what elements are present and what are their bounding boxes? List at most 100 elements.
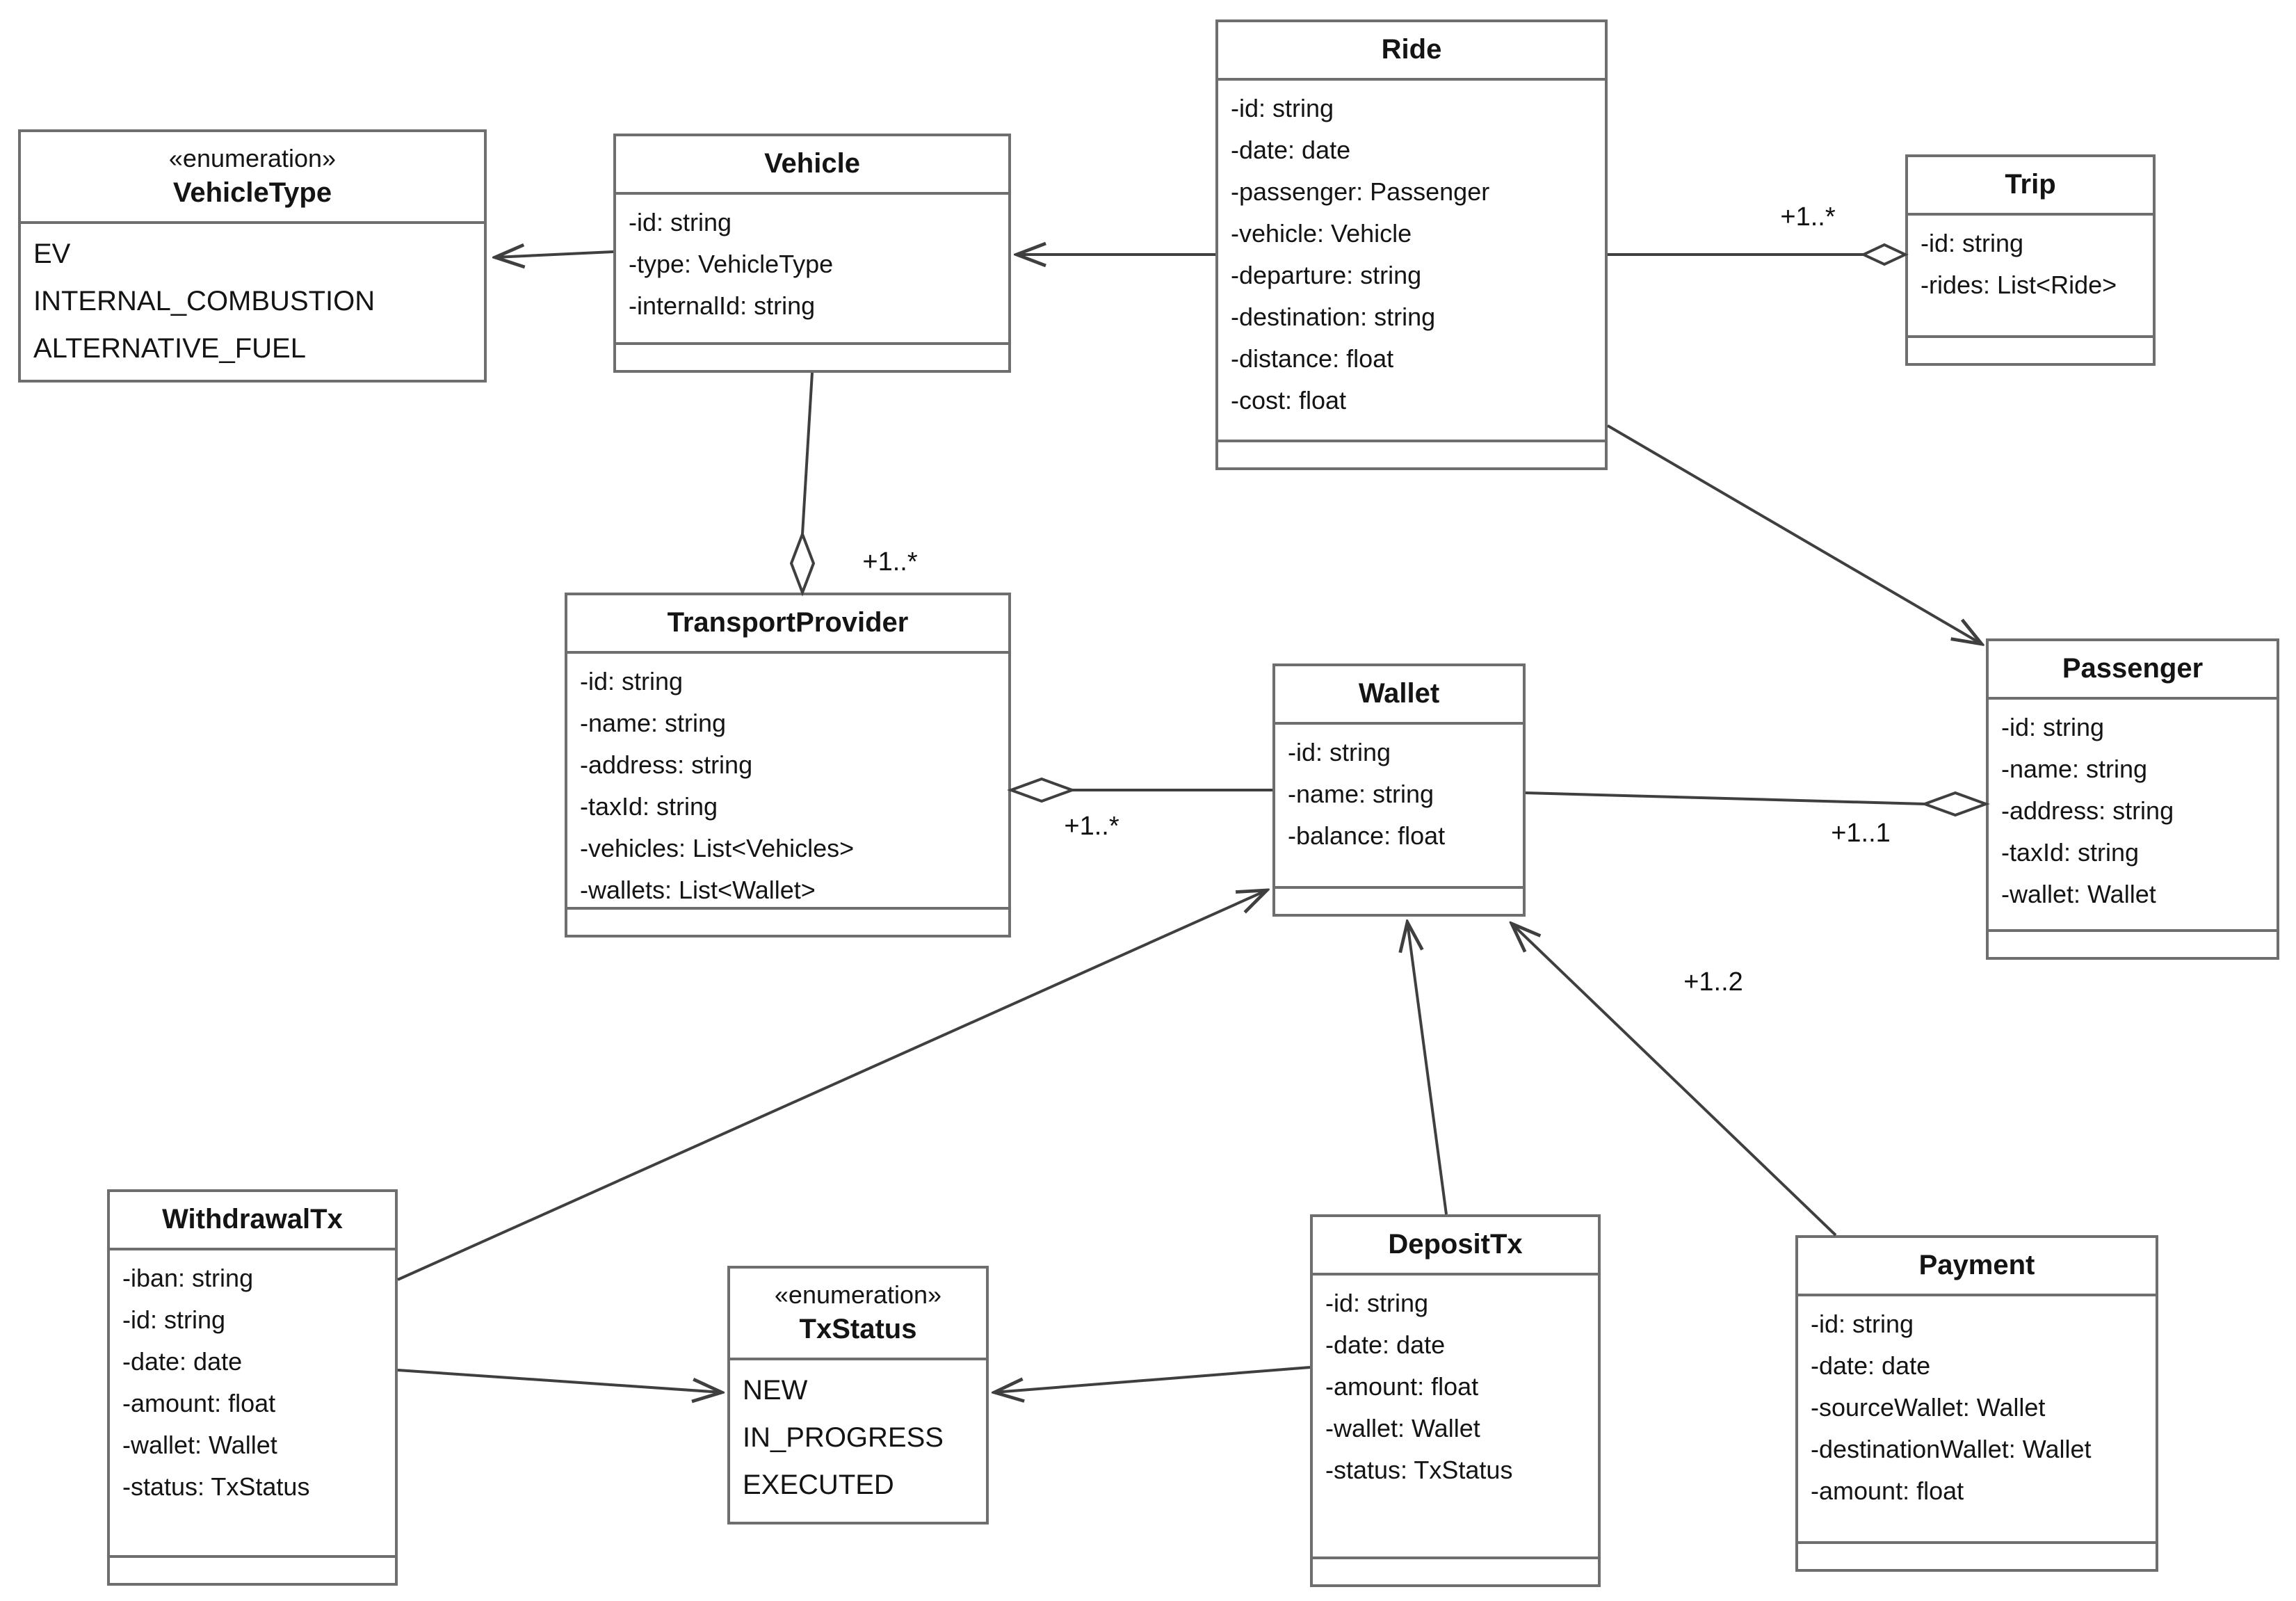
empty-operations-compartment <box>1218 440 1605 467</box>
empty-operations-compartment <box>567 907 1008 935</box>
multiplicity-label-transportprovider-wallet: +1..* <box>1064 812 1119 842</box>
connector-ride-passenger <box>1606 424 1982 644</box>
attribute-row: -sourceWallet: Wallet <box>1811 1394 2046 1422</box>
class-attributes: -id: string -date: date -passenger: Passen… <box>1218 81 1605 440</box>
attribute-row: -wallet: Wallet <box>122 1431 277 1459</box>
attribute-row: -status: TxStatus <box>122 1473 310 1501</box>
attribute-row: -balance: float <box>1288 822 1446 850</box>
empty-operations-compartment <box>1908 335 2153 363</box>
class-box-ride: Ride -id: string -date: date -passenger: Pa… <box>1215 19 1608 470</box>
enum-literal-row: INTERNAL_COMBUSTION <box>33 287 375 317</box>
attribute-row: -id: string <box>580 668 684 695</box>
attribute-row: -amount: float <box>1325 1373 1479 1401</box>
aggregation-diamond-ride-trip <box>1860 243 1909 266</box>
class-header-deposittx: DepositTx <box>1313 1217 1598 1276</box>
class-header-vehicle: Vehicle <box>616 136 1008 195</box>
enum-literals: EV INTERNAL_COMBUSTION ALTERNATIVE_FUEL <box>21 224 484 380</box>
enum-literal-row: NEW <box>743 1376 808 1406</box>
connector-deposittx-txstatus <box>994 1366 1311 1392</box>
attribute-row: -date: date <box>1231 136 1351 164</box>
enum-literal-row: EXECUTED <box>743 1470 894 1501</box>
attribute-row: -id: string <box>1921 230 2024 257</box>
multiplicity-label-ride-trip: +1..* <box>1780 203 1836 232</box>
attribute-row: -vehicle: Vehicle <box>1231 220 1412 248</box>
class-box-passenger: Passenger-id: string-name: string-addres… <box>1986 638 2279 960</box>
class-header-vehicletype: «enumeration»VehicleType <box>21 132 484 224</box>
attribute-row: -wallets: List<Wallet> <box>580 876 816 904</box>
class-box-wallet: Wallet -id: string -name: string -balance: … <box>1272 663 1526 917</box>
attribute-row: -status: TxStatus <box>1325 1456 1513 1484</box>
multiplicity-label-vehicle-transportprovider: +1..* <box>862 548 918 577</box>
attribute-row: -type: VehicleType <box>629 250 834 278</box>
attribute-row: -id: string <box>122 1306 226 1334</box>
class-header-wallet: Wallet <box>1275 666 1523 725</box>
aggregation-diamond-transportprovider-wallet <box>1007 777 1076 803</box>
aggregation-diamond-wallet-passenger <box>1921 791 1990 817</box>
attribute-row: -name: string <box>1288 780 1434 808</box>
attribute-row: -vehicles: List<Vehicles> <box>580 835 855 862</box>
class-header-withdrawaltx: WithdrawalTx <box>110 1192 395 1250</box>
class-attributes: -id: string-type: VehicleType-internalId… <box>616 195 1008 342</box>
empty-operations-compartment <box>1313 1556 1598 1584</box>
attribute-row: -date: date <box>122 1348 243 1376</box>
enum-literal-row: IN_PROGRESS <box>743 1423 944 1454</box>
attribute-row: -cost: float <box>1231 387 1347 415</box>
attribute-row: -date: date <box>1811 1352 1931 1380</box>
empty-operations-compartment <box>1275 886 1523 914</box>
class-name: Ride <box>1381 35 1442 65</box>
attribute-row: -distance: float <box>1231 345 1394 373</box>
class-attributes: -id: string-date: date-amount: float-wal… <box>1313 1276 1598 1556</box>
empty-operations-compartment <box>110 1555 395 1583</box>
class-header-trip: Trip <box>1908 157 2153 216</box>
attribute-row: -departure: string <box>1231 262 1422 289</box>
empty-operations-compartment <box>616 342 1008 370</box>
connector-vehicle-vehicletype <box>495 252 614 257</box>
class-attributes: -id: string-name: string-address: string… <box>1989 700 2277 929</box>
class-box-deposittx: DepositTx -id: string -date: date -amount: … <box>1310 1214 1601 1587</box>
attribute-row: -internalId: string <box>629 292 816 320</box>
connector-withdrawaltx-txstatus <box>397 1369 722 1392</box>
attribute-row: -passenger: Passenger <box>1231 178 1490 206</box>
class-box-payment: Payment -id: string-date: date-sourceWall… <box>1795 1235 2158 1572</box>
class-name: TransportProvider <box>667 608 909 638</box>
class-attributes: -iban: string -id: string -date: date -amou… <box>110 1250 395 1555</box>
attribute-row: -id: string <box>1288 739 1391 766</box>
attribute-row: -wallet: Wallet <box>2001 880 2156 908</box>
stereotype-label: «enumeration» <box>774 1281 942 1309</box>
multiplicity-label-payment-wallet: +1..2 <box>1683 968 1743 997</box>
class-attributes: -id: string-date: date-sourceWallet: Wal… <box>1798 1296 2156 1541</box>
class-header-transportprovider: TransportProvider <box>567 595 1008 654</box>
attribute-row: -name: string <box>2001 755 2148 783</box>
attribute-row: -date: date <box>1325 1331 1446 1359</box>
class-box-transportprovider: TransportProvider -id: string -name: strin… <box>565 593 1011 938</box>
class-box-vehicle: Vehicle -id: string-type: VehicleType-int… <box>613 134 1011 373</box>
class-header-passenger: Passenger <box>1989 641 2277 700</box>
attribute-row: -destination: string <box>1231 303 1436 331</box>
class-header-payment: Payment <box>1798 1238 2156 1296</box>
connector-payment-wallet <box>1512 924 1837 1237</box>
class-header-ride: Ride <box>1218 22 1605 81</box>
attribute-row: -id: string <box>1231 95 1334 122</box>
class-name: Wallet <box>1358 679 1440 709</box>
enum-literal-row: ALTERNATIVE_FUEL <box>33 334 306 364</box>
attribute-row: -taxId: string <box>580 793 718 821</box>
attribute-row: -amount: float <box>122 1390 276 1417</box>
enum-literals: NEW IN_PROGRESS EXECUTED <box>730 1360 986 1522</box>
connector-withdrawaltx-wallet <box>397 890 1267 1281</box>
attribute-row: -id: string <box>2001 714 2105 741</box>
connector-vehicle-transportprovider <box>801 372 814 535</box>
class-name: Vehicle <box>764 149 860 179</box>
class-name: Payment <box>1918 1250 2035 1281</box>
connector-deposittx-wallet <box>1407 922 1448 1215</box>
aggregation-diamond-vehicle-transportprovider <box>789 530 816 597</box>
attribute-row: -id: string <box>1325 1289 1429 1317</box>
enum-literal-row: EV <box>33 239 71 270</box>
class-name: Passenger <box>2062 654 2204 684</box>
attribute-row: -iban: string <box>122 1264 254 1292</box>
multiplicity-label-wallet-passenger: +1..1 <box>1831 819 1891 848</box>
attribute-row: -name: string <box>580 709 727 737</box>
empty-operations-compartment <box>1798 1541 2156 1569</box>
